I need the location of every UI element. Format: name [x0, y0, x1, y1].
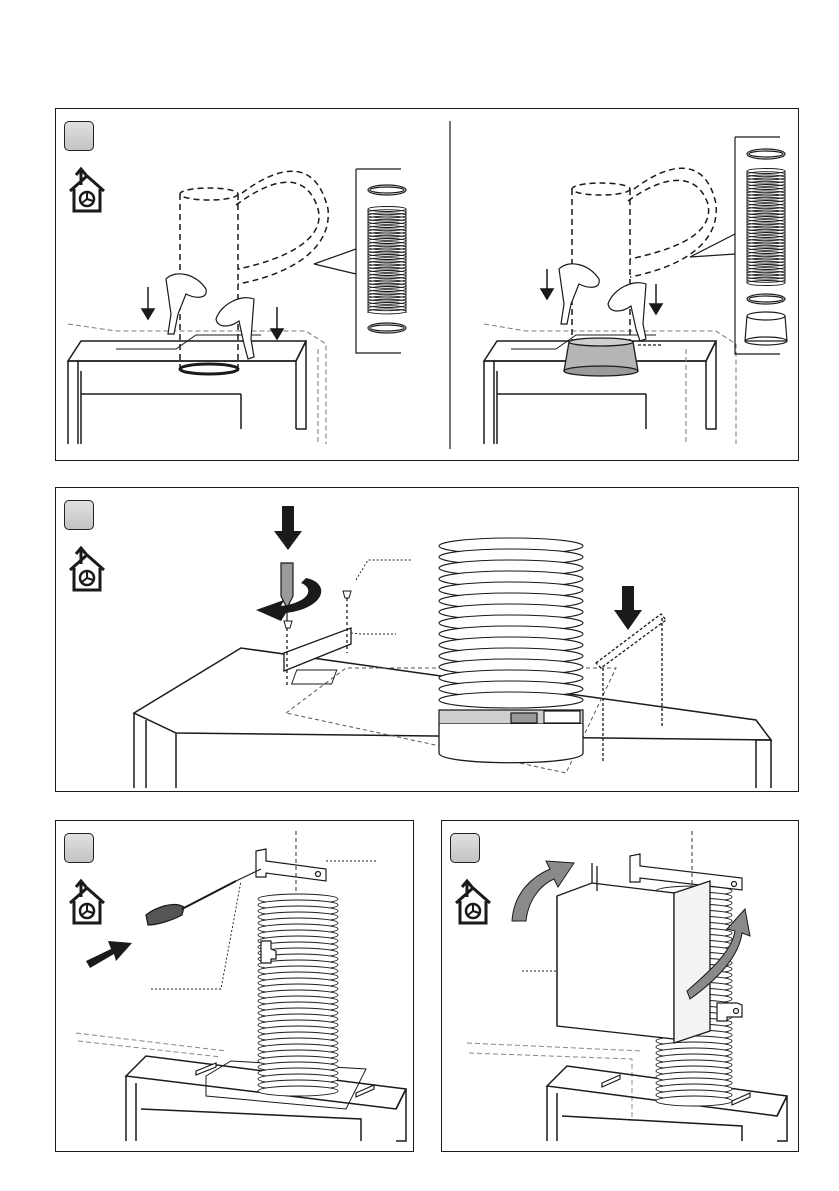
screwdriver-icon [281, 563, 293, 628]
down-arrow-icon [614, 586, 642, 630]
callout-leaders [351, 560, 411, 634]
step-2-illustration [56, 488, 799, 792]
hood-body-left [68, 335, 306, 444]
duct-rib [439, 692, 583, 708]
duct-ribs [368, 207, 406, 314]
wall-outline [467, 1043, 642, 1121]
duct-rib [258, 1086, 338, 1096]
duct-adapter-installed [564, 338, 662, 376]
flexible-duct-icon [258, 894, 338, 1096]
step-3-illustration [56, 821, 414, 1152]
right-arrow-icon [86, 941, 132, 968]
screwdriver-icon [146, 869, 261, 925]
chimney-cover-icon [557, 863, 710, 1043]
step-panel-3 [55, 820, 414, 1152]
step-panel-4 [441, 820, 799, 1152]
wall-outline [76, 1033, 226, 1057]
step-panel-1 [55, 108, 799, 461]
duct-rib [656, 1096, 732, 1106]
hose-clamp-icon [439, 710, 583, 724]
duct-adapter-icon [745, 312, 787, 345]
cable-hatch [292, 670, 337, 684]
duct-cylinder-dashed [180, 171, 328, 367]
duct-ribs [747, 169, 785, 286]
duct-rib [747, 281, 785, 286]
down-arrow-icon [274, 506, 302, 550]
step-panel-2 [55, 487, 799, 792]
duct-rib [368, 309, 406, 314]
step-1-illustration [56, 109, 799, 461]
step-4-illustration [442, 821, 799, 1152]
wall-outline-left [68, 324, 326, 444]
duct-collar [180, 364, 238, 374]
flexible-duct-icon [439, 538, 583, 708]
